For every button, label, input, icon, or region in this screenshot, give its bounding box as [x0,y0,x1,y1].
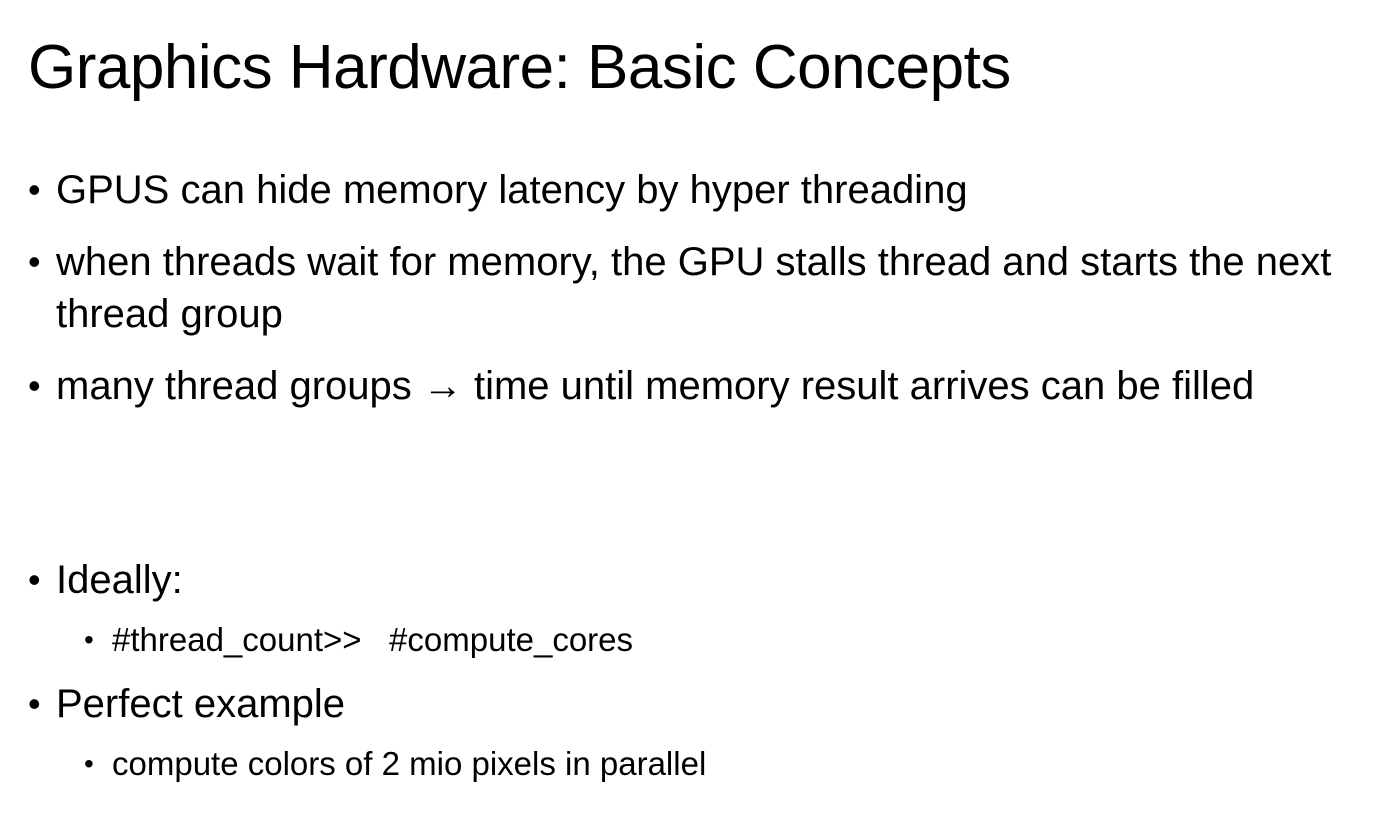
bullet-dot: • [28,559,41,600]
subbullet-item: • #thread_count>> #compute_cores [84,618,1354,662]
bullet-dot: • [28,683,41,724]
bullet-dot: • [28,241,41,282]
bullet-dot: • [28,169,41,210]
bullet-text: Perfect example [56,682,346,726]
bullet-text: Ideally: [56,558,183,602]
subbullet-text: compute colors of 2 mio pixels in parall… [112,745,707,782]
subbullet-item: • compute colors of 2 mio pixels in para… [84,742,1354,786]
bullet-dot: • [84,748,94,779]
subbullet-text: #thread_count>> #compute_cores [112,621,634,658]
bullet-item: • GPUS can hide memory latency by hyper … [28,164,1358,216]
bullet-item: • Ideally: [28,554,1358,606]
bullet-text: GPUS can hide memory latency by hyper th… [56,168,968,212]
bullet-dot: • [84,624,94,655]
bullet-dot: • [28,365,41,406]
slide-title: Graphics Hardware: Basic Concepts [28,33,1011,102]
bullet-item: • many thread groups → time until memory… [28,360,1358,412]
bullet-item: • Perfect example [28,678,1358,730]
bullet-text: when threads wait for memory, the GPU st… [56,240,1332,336]
bullet-text: many thread groups → time until memory r… [56,364,1255,408]
bullet-item: • when threads wait for memory, the GPU … [28,236,1358,340]
